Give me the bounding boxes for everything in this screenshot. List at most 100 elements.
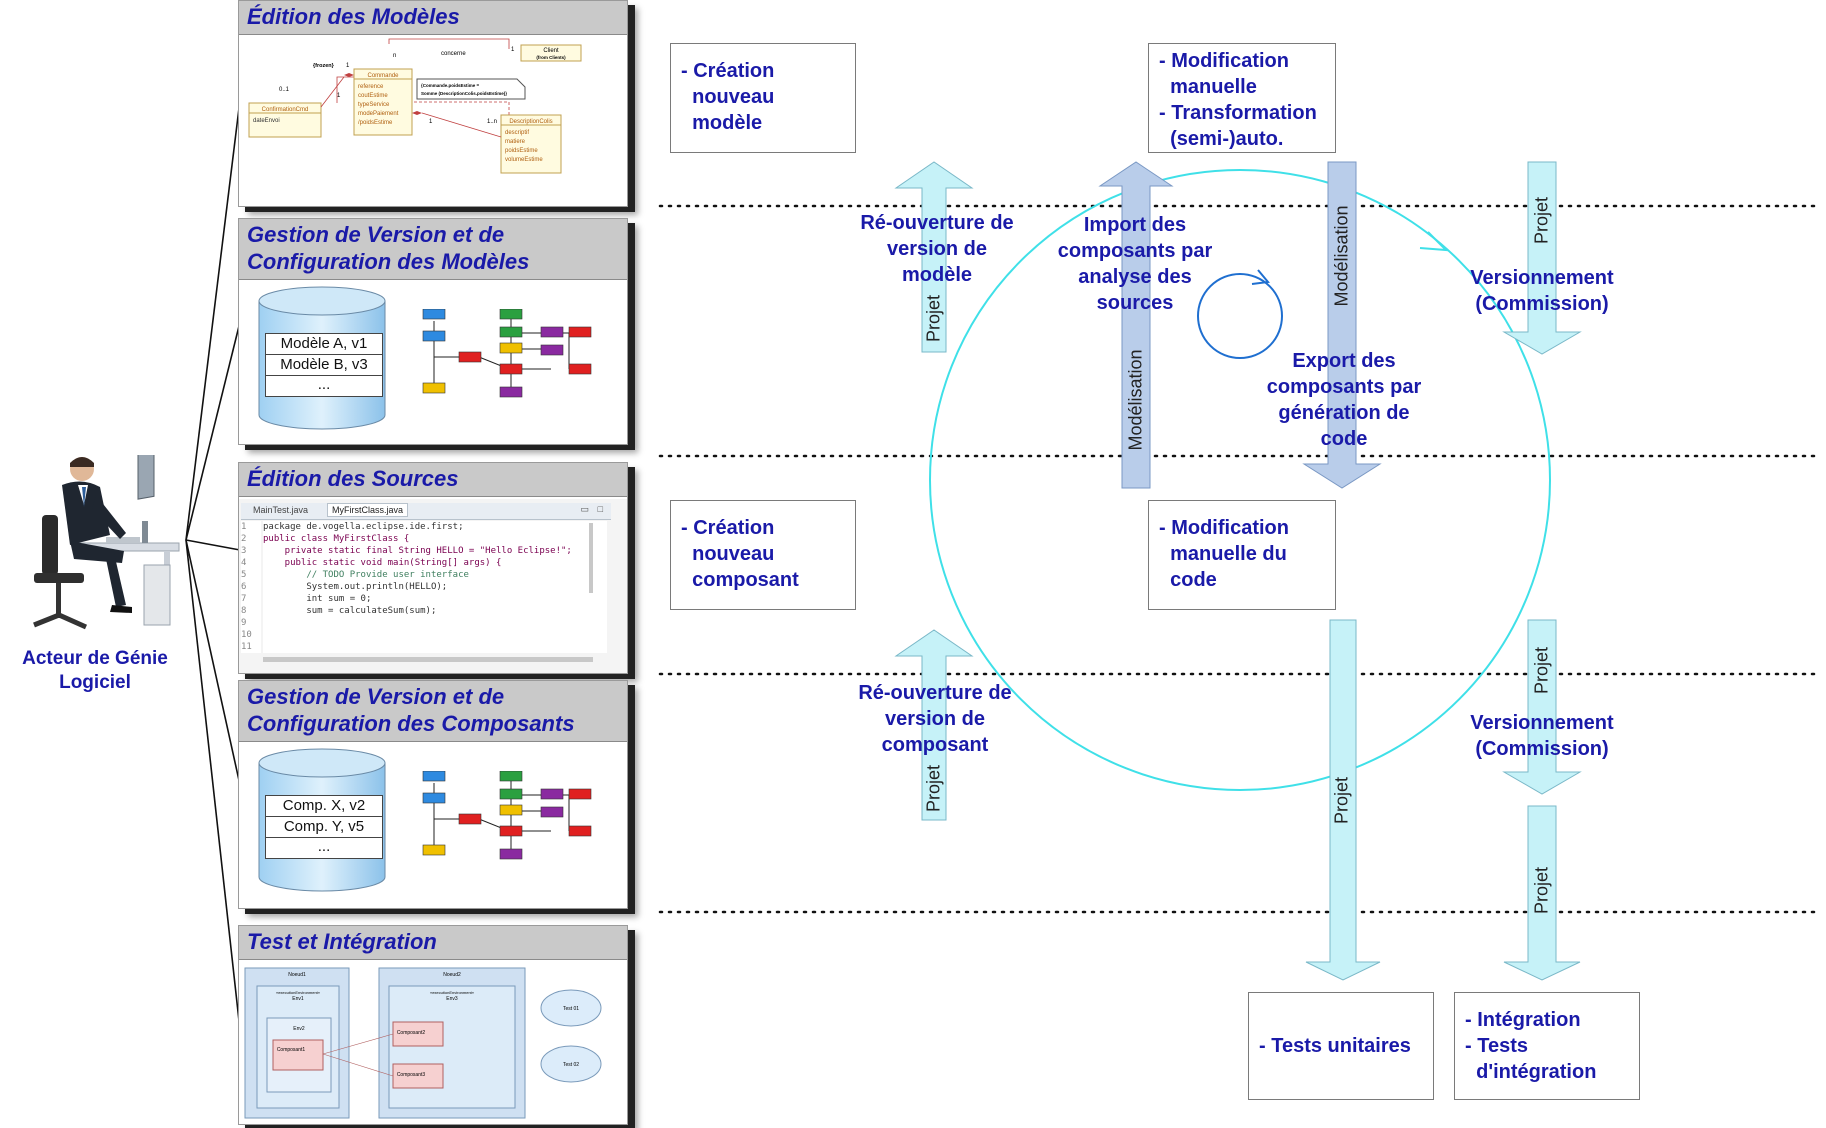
svg-text:Test 02: Test 02: [563, 1062, 579, 1068]
svg-text:1: 1: [337, 93, 341, 99]
actor-illustration-icon: [33, 449, 180, 630]
version-graph-icon: [422, 771, 592, 860]
db-item: ...: [265, 375, 383, 397]
svg-text:typeService: typeService: [358, 102, 390, 108]
db-item: ...: [265, 837, 383, 859]
cycle-arrowhead-icon: [1419, 231, 1449, 252]
arrow-label-modelisation: Modélisation: [1125, 349, 1146, 451]
svg-text:(from Clients): (from Clients): [536, 55, 566, 60]
svg-text:«executionEnvironment»: «executionEnvironment»: [430, 990, 475, 995]
panel-source-editing[interactable]: Édition des Sources MainTest.java MyFirs…: [238, 462, 628, 674]
up-arrow-import: [1098, 161, 1174, 489]
label-versioning-2: Versionnement (Commission): [1470, 712, 1614, 760]
svg-text:descriptif: descriptif: [505, 130, 529, 136]
svg-text:1..n: 1..n: [487, 119, 497, 125]
small-cycle-circle: [1197, 273, 1283, 359]
box-modification-code: - Modification manuelle du code: [1148, 500, 1336, 610]
panel-title: Édition des Sources: [239, 463, 627, 497]
panel-title: Gestion de Version et de Configuration d…: [239, 219, 627, 280]
cycle-circle: [929, 169, 1551, 791]
small-cycle-arrowhead-icon: [1251, 269, 1270, 285]
arrow-label-modelisation: Modélisation: [1331, 205, 1352, 307]
svg-text:{Commande.poidsEstime =: {Commande.poidsEstime =: [421, 83, 480, 88]
arrow-label-projet: Projet: [1331, 776, 1352, 825]
down-arrow-export: [1302, 161, 1382, 489]
panel-title-line2: Configuration des Modèles: [247, 249, 530, 274]
label-import: Import des composants par analyse des so…: [1057, 214, 1213, 314]
svg-text:Commande: Commande: [367, 73, 399, 79]
box-unit-tests: - Tests unitaires: [1248, 992, 1434, 1100]
svg-text:1: 1: [346, 63, 350, 69]
svg-text:1: 1: [511, 47, 515, 53]
svg-text:DescriptionColis: DescriptionColis: [509, 119, 552, 125]
svg-text:{frozen}: {frozen}: [313, 63, 335, 69]
down-arrow-versioning-2: [1502, 619, 1582, 795]
maximize-icon[interactable]: □: [597, 504, 603, 514]
svg-text:matiere: matiere: [505, 139, 526, 145]
svg-text:Composant3: Composant3: [397, 1072, 426, 1078]
code-editor: MainTest.java MyFirstClass.java ▭ □ 1 2 …: [239, 499, 627, 673]
vertical-scrollbar[interactable]: [589, 523, 593, 593]
editor-tab-active[interactable]: MyFirstClass.java: [327, 503, 409, 517]
svg-text:Env3: Env3: [446, 996, 458, 1002]
svg-text:Env2: Env2: [293, 1026, 305, 1032]
svg-text:ConfirmationCmd: ConfirmationCmd: [262, 107, 309, 113]
box-creation-model: - Création nouveau modèle: [670, 43, 856, 153]
deployment-diagram: Noeud1 «executionEnvironment» Env1 Env2 …: [239, 962, 627, 1124]
svg-text:0..1: 0..1: [279, 87, 290, 93]
down-arrow-unit-tests: [1305, 619, 1381, 981]
arrow-label-projet: Projet: [1531, 646, 1552, 695]
svg-text:reference: reference: [358, 84, 384, 90]
panel-model-versioning[interactable]: Gestion de Version et de Configuration d…: [238, 218, 628, 445]
horizontal-scrollbar[interactable]: [263, 657, 593, 662]
actor-label-line1: Acteur de Génie: [22, 648, 168, 669]
editor-tab[interactable]: MainTest.java: [253, 505, 309, 515]
svg-text:Test 01: Test 01: [563, 1006, 579, 1012]
panel-title: Édition des Modèles: [239, 1, 627, 35]
panel-test-integration[interactable]: Test et Intégration Noeud1 «executionEnv…: [238, 925, 628, 1125]
svg-text:Composant2: Composant2: [397, 1030, 426, 1036]
version-graph-icon: [422, 309, 592, 398]
box-integration: - Intégration - Tests d'intégration: [1454, 992, 1640, 1100]
actor-label-line2: Logiciel: [59, 672, 131, 693]
editor-tabs: MainTest.java MyFirstClass.java ▭ □: [241, 503, 611, 520]
arrow-label-projet: Projet: [1531, 866, 1552, 915]
down-arrow-versioning-1: [1502, 161, 1582, 355]
minimize-icon[interactable]: ▭: [580, 504, 589, 514]
panel-component-versioning[interactable]: Gestion de Version et de Configuration d…: [238, 680, 628, 909]
panel-title: Gestion de Version et de Configuration d…: [239, 681, 627, 742]
svg-text:modePaiement: modePaiement: [358, 111, 399, 117]
box-creation-component: - Création nouveau composant: [670, 500, 856, 610]
svg-text:coutEstime: coutEstime: [358, 93, 388, 99]
actor: Acteur de Génie Logiciel: [14, 449, 184, 705]
svg-text:1: 1: [429, 119, 433, 125]
down-arrow-integration: [1503, 805, 1581, 981]
code-area[interactable]: package de.vogella.eclipse.ide.first; pu…: [263, 521, 607, 653]
svg-text:Noeud1: Noeud1: [288, 972, 306, 978]
uml-client: Client: [543, 48, 559, 54]
panel-title-line2: Configuration des Composants: [247, 711, 575, 736]
panel-model-editing[interactable]: Édition des Modèles Client (from Clients…: [238, 0, 628, 207]
svg-text:Somme (DescriptionColis.poidsE: Somme (DescriptionColis.poidsEstime)}: [421, 91, 507, 96]
svg-text:dateEnvoi: dateEnvoi: [253, 118, 280, 124]
arrow-label-projet: Projet: [1531, 196, 1552, 245]
up-arrow-reopen-component: [894, 629, 974, 821]
box-modification: - Modification manuelle - Transformation…: [1148, 43, 1336, 153]
actor-connector-lines: [185, 99, 241, 1031]
panel-title: Test et Intégration: [239, 926, 627, 960]
line-numbers: 1 2 3 4 5 6 7 8 9 10 11: [241, 521, 261, 653]
panel-title-line1: Gestion de Version et de: [247, 684, 505, 709]
uml-class-diagram: Client (from Clients) Commande reference…: [239, 37, 627, 206]
svg-text:«executionEnvironment»: «executionEnvironment»: [276, 990, 321, 995]
svg-text:Composant1: Composant1: [277, 1047, 306, 1053]
label-versioning-1: Versionnement (Commission): [1470, 267, 1614, 315]
svg-text:/poidsEstime: /poidsEstime: [358, 120, 393, 126]
label-export: Export des composants par génération de …: [1266, 350, 1422, 450]
svg-text:volumeEstime: volumeEstime: [505, 157, 543, 163]
svg-text:n: n: [393, 53, 396, 59]
svg-text:concerne: concerne: [441, 51, 466, 57]
svg-text:Noeud2: Noeud2: [443, 972, 461, 978]
arrow-label-projet: Projet: [923, 764, 944, 813]
panel-title-line1: Gestion de Version et de: [247, 222, 505, 247]
